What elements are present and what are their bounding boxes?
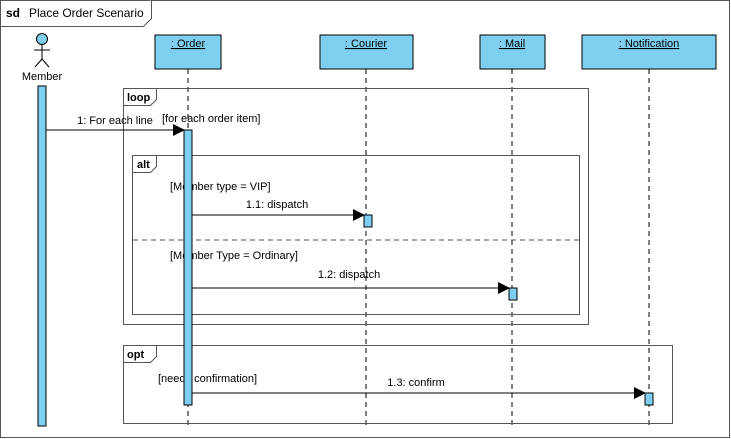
message-1-2-label: 1.2: dispatch — [318, 269, 380, 281]
opt-guard: [needs confirmation] — [158, 373, 257, 385]
alt-operator: alt — [137, 159, 150, 171]
alt-guard-1: [Member type = VIP] — [170, 181, 271, 193]
loop-operator: loop — [127, 92, 150, 104]
activation-notification — [644, 392, 654, 406]
lifeline-label-mail: : Mail — [499, 38, 525, 50]
fragment-alt: alt [Member type = VIP] [Member Type = O… — [132, 155, 580, 315]
alt-guard-2: [Member Type = Ordinary] — [170, 250, 298, 262]
lifeline-notification: : Notification — [581, 34, 717, 70]
diagram-frame-tab — [0, 0, 152, 27]
message-1: 1: For each line — [46, 115, 185, 136]
fragment-loop: loop [for each order item] — [123, 88, 589, 325]
lifeline-label-order: : Order — [171, 38, 206, 50]
lifeline-courier: : Courier — [319, 34, 414, 70]
message-1-label: 1: For each line — [77, 115, 153, 127]
message-1-1-label: 1.1: dispatch — [246, 199, 308, 211]
fragment-opt: opt [needs confirmation] — [123, 345, 673, 424]
message-1-3: 1.3: confirm — [192, 377, 646, 399]
actor-head-icon — [36, 33, 48, 45]
opt-operator: opt — [127, 349, 144, 361]
actor-activation — [37, 85, 47, 427]
loop-guard: [for each order item] — [162, 113, 260, 125]
activation-mail — [508, 287, 518, 301]
message-1-3-label: 1.3: confirm — [387, 377, 444, 389]
lifeline-label-notification: : Notification — [619, 38, 680, 50]
lifeline-mail: : Mail — [479, 34, 546, 70]
lifeline-order: : Order — [154, 34, 222, 70]
message-1-2: 1.2: dispatch — [192, 269, 510, 294]
message-1-1: 1.1: dispatch — [192, 199, 365, 221]
lifeline-label-courier: : Courier — [345, 38, 388, 50]
actor-member: Member — [22, 33, 63, 83]
frame-title: Place Order Scenario — [29, 6, 144, 20]
frame-kind: sd — [6, 6, 20, 20]
activation-order — [183, 129, 193, 406]
actor-label: Member — [22, 71, 63, 83]
activation-courier — [363, 214, 373, 228]
